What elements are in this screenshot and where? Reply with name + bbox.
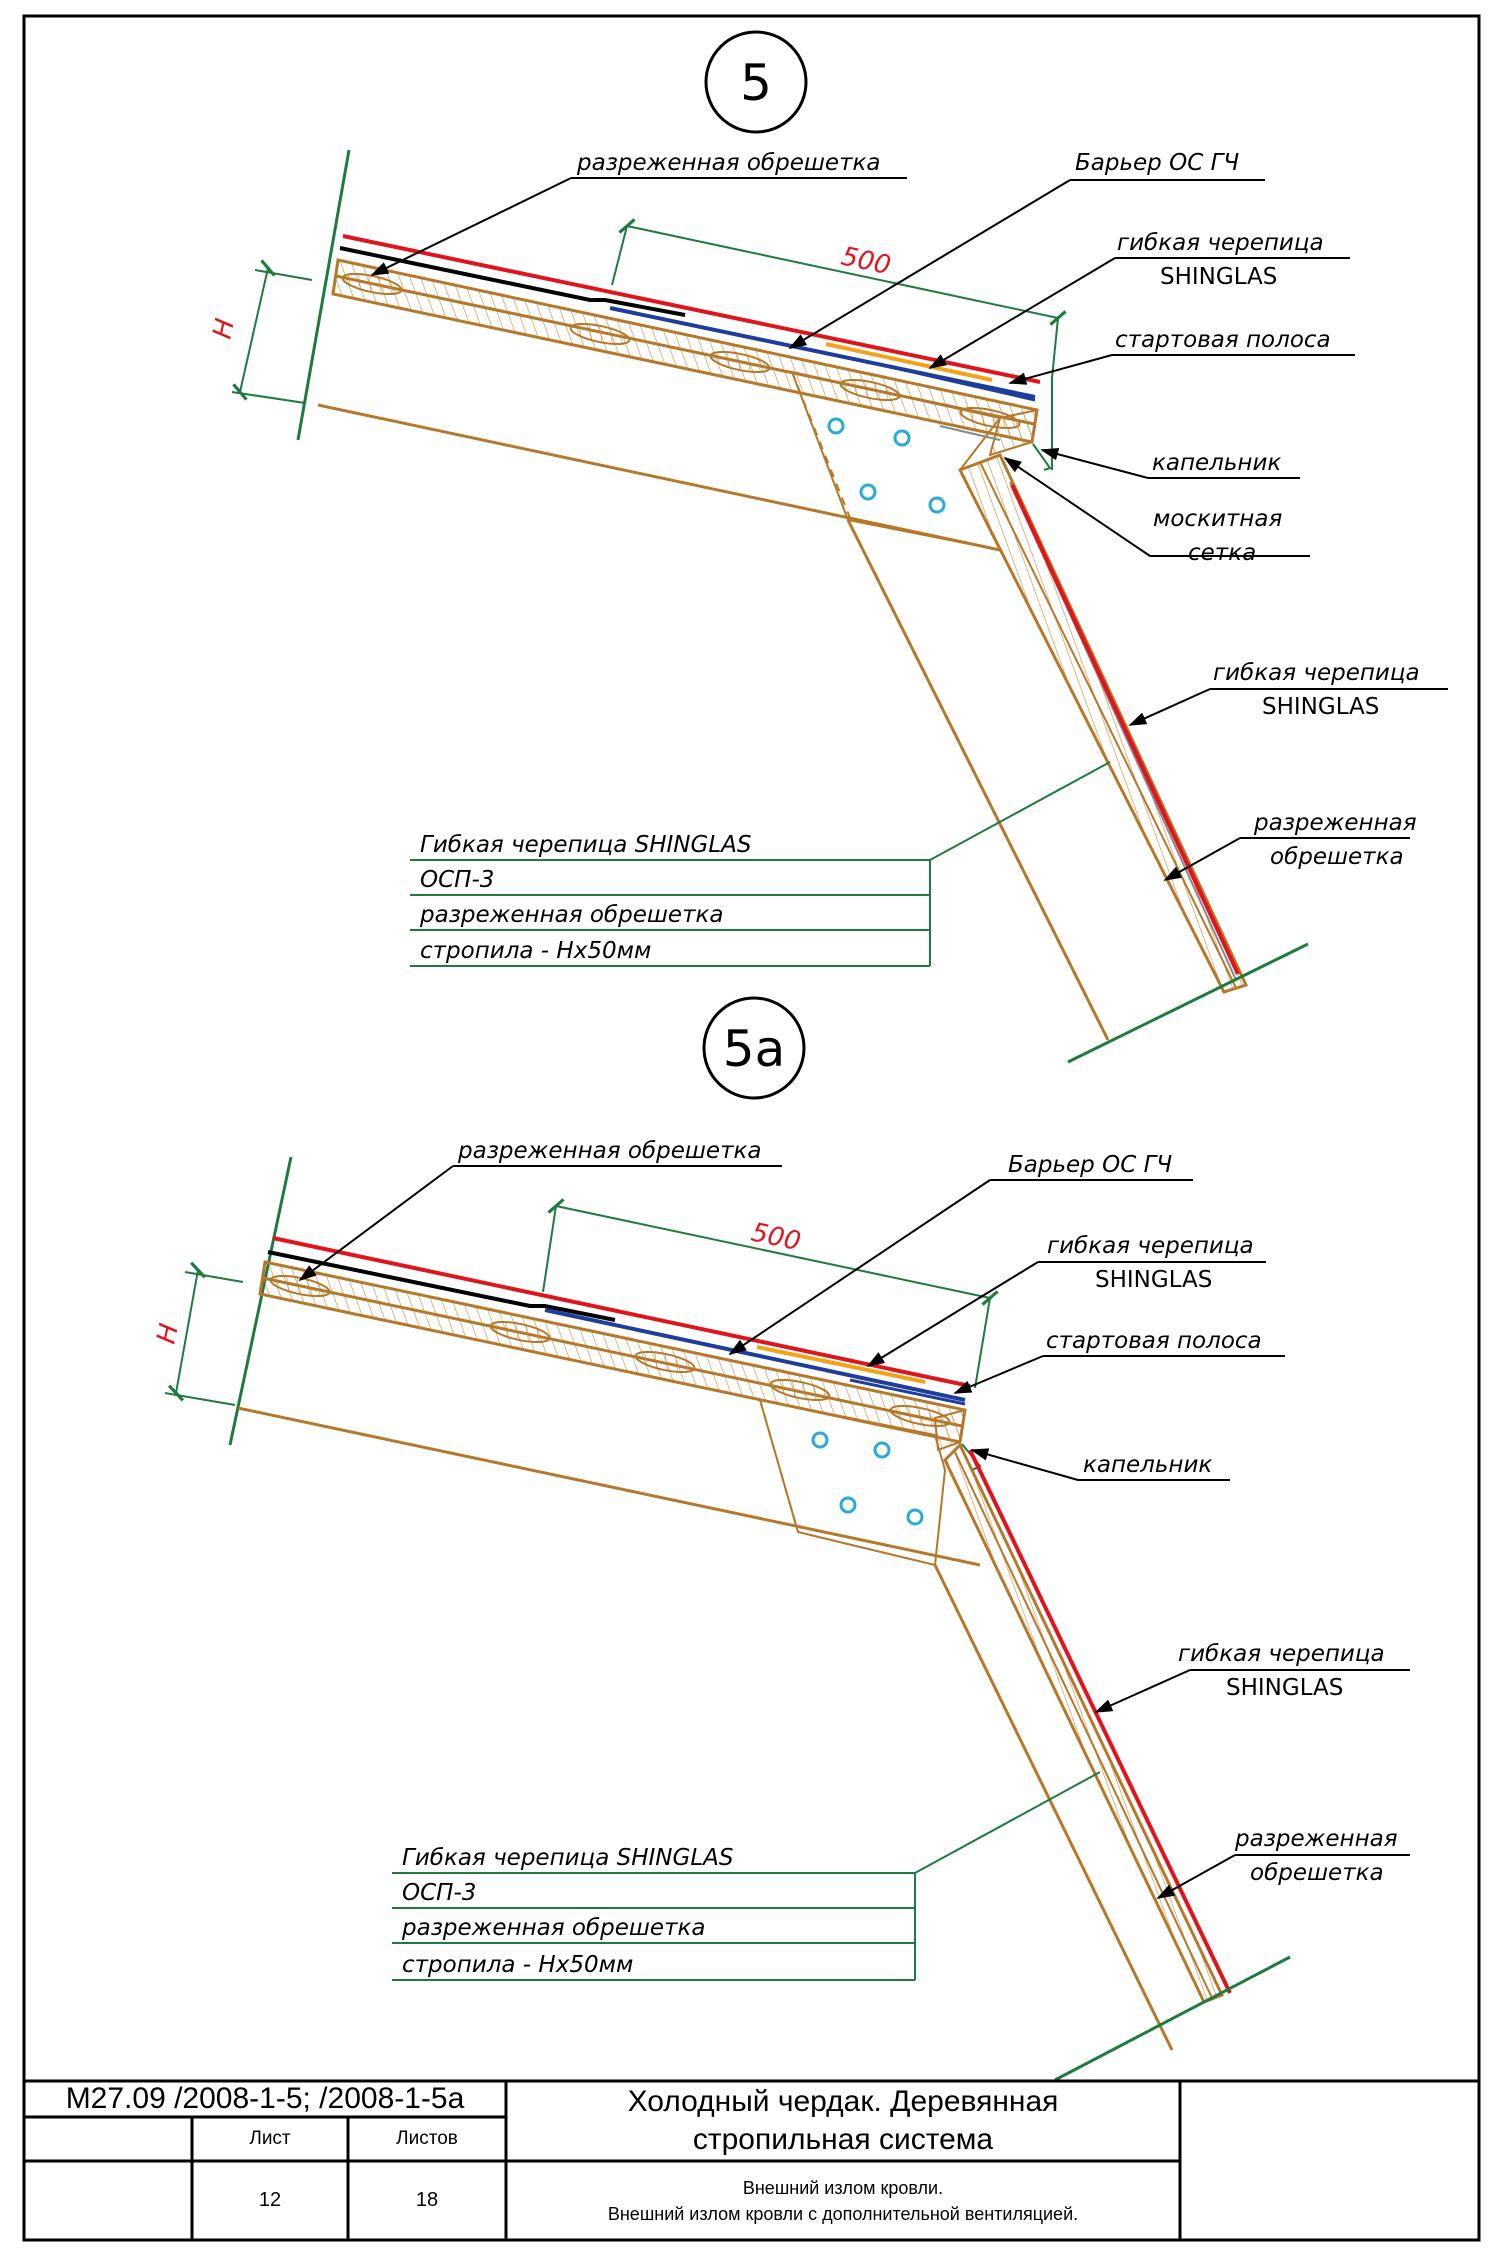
vent-holes <box>827 417 946 514</box>
wall-boards <box>957 453 1249 994</box>
wall-line <box>228 1156 293 1446</box>
layer-2: ОСП-3 <box>420 867 494 893</box>
sheet-frame <box>22 14 1481 2242</box>
red-layer-wall <box>1010 484 1240 975</box>
layer-2: ОСП-3 <box>402 1880 476 1906</box>
layers-legend: Гибкая черепица SHINGLAS ОСП-3 разреженн… <box>392 1771 1101 1981</box>
layers-legend: Гибкая черепица SHINGLAS ОСП-3 разреженн… <box>410 761 1111 967</box>
gusset-plate <box>758 1398 947 1567</box>
sheet-label: Лист <box>249 2128 291 2149</box>
blue-layer-eave <box>859 358 1036 402</box>
label-barrier: Барьер ОС ГЧ <box>1075 150 1239 176</box>
blue-layer-top <box>544 1308 966 1402</box>
drip-edge <box>961 1443 982 1471</box>
dimension-h: H <box>208 259 313 404</box>
leaders <box>370 177 1448 881</box>
sheets-count: 18 <box>415 2189 439 2211</box>
dimension-h-label: H <box>152 1321 185 1346</box>
label-mosquito-net-2: сетка <box>1188 540 1256 566</box>
eave-fascia <box>933 1408 967 1452</box>
sheets-label: Листов <box>396 2128 458 2149</box>
label-wall-battens-2: обрешетка <box>1270 844 1404 870</box>
label-shingles-2: SHINGLAS <box>1095 1267 1212 1293</box>
dimension-500-label: 500 <box>749 1218 804 1258</box>
drip-edge <box>1032 443 1052 471</box>
dimension-500-label: 500 <box>839 242 894 282</box>
dimension-h-label: H <box>208 316 241 341</box>
label-wall-battens-2: обрешетка <box>1250 1860 1384 1886</box>
orange-layer-top <box>756 1345 926 1384</box>
title-block: М27.09 /2008-1-5; /2008-1-5а Холодный че… <box>24 2081 1479 2240</box>
label-wall-battens-1: разреженная <box>1234 1826 1398 1852</box>
label-wall-battens-1: разреженная <box>1253 810 1417 836</box>
label-drip-edge: капельник <box>1152 450 1281 476</box>
label-shingles-2: SHINGLAS <box>1160 264 1277 290</box>
layer-3: разреженная обрешетка <box>419 902 723 928</box>
label-sparse-battens: разреженная обрешетка <box>576 150 880 176</box>
label-starter-strip: стартовая полоса <box>1115 327 1331 353</box>
document-title: Холодный чердак. Деревянная стропильная … <box>627 2085 1059 2156</box>
eave-fascia <box>988 408 1039 457</box>
label-wall-shingles-2: SHINGLAS <box>1226 1675 1343 1701</box>
detail-5a: 5а <box>152 996 1410 2082</box>
layer-1: Гибкая черепица SHINGLAS <box>402 1845 733 1871</box>
red-layer-top <box>272 1236 971 1388</box>
detail-5-number-circle <box>704 30 808 134</box>
rafter-diagonal <box>846 519 1110 1041</box>
wall-base-line <box>1067 942 1309 1064</box>
vent-holes <box>811 1431 924 1526</box>
sheet-description: Внешний излом кровли. Внешний излом кров… <box>607 2177 1079 2224</box>
wall-base-line <box>1054 1955 1291 2082</box>
mosquito-net-line <box>939 425 1001 441</box>
layer-4: стропила - Hx50мм <box>420 938 651 964</box>
orange-layer-top <box>825 342 993 382</box>
leaders <box>298 1165 1410 1899</box>
label-wall-shingles-1: гибкая черепица <box>1213 660 1420 686</box>
label-shingles-1: гибкая черепица <box>1117 230 1324 256</box>
detail-5-number: 5 <box>740 54 772 112</box>
title-block-grid <box>24 2079 1479 2240</box>
detail-5a-number: 5а <box>723 1020 785 1078</box>
black-membrane <box>267 1250 616 1322</box>
label-wall-shingles-1: гибкая черепица <box>1178 1641 1385 1667</box>
layer-4: стропила - Hx50мм <box>402 1952 633 1978</box>
label-sparse-battens: разреженная обрешетка <box>457 1138 761 1164</box>
label-mosquito-net-1: москитная <box>1153 506 1282 532</box>
detail-5: 5 <box>208 30 1448 1064</box>
document-code: М27.09 /2008-1-5; /2008-1-5а <box>65 2082 465 2115</box>
layer-3: разреженная обрешетка <box>401 1915 705 1941</box>
label-wall-shingles-2: SHINGLAS <box>1262 694 1379 720</box>
label-starter-strip: стартовая полоса <box>1046 1328 1262 1354</box>
label-shingles-1: гибкая черепица <box>1047 1233 1254 1259</box>
label-barrier: Барьер ОС ГЧ <box>1008 1152 1172 1178</box>
blue-layer-eave <box>849 1378 966 1406</box>
rafter-diagonal <box>933 1564 1174 2051</box>
dimension-h: H <box>152 1261 244 1406</box>
label-drip-edge: капельник <box>1083 1452 1212 1478</box>
detail-5a-number-circle <box>702 996 806 1100</box>
layer-1: Гибкая черепица SHINGLAS <box>420 832 751 858</box>
sheet-number: 12 <box>258 2189 282 2211</box>
wall-line <box>296 149 351 441</box>
red-layer-wall <box>968 1449 1232 1994</box>
rafter-dashed <box>791 371 851 519</box>
wall-boards <box>943 1442 1232 2004</box>
